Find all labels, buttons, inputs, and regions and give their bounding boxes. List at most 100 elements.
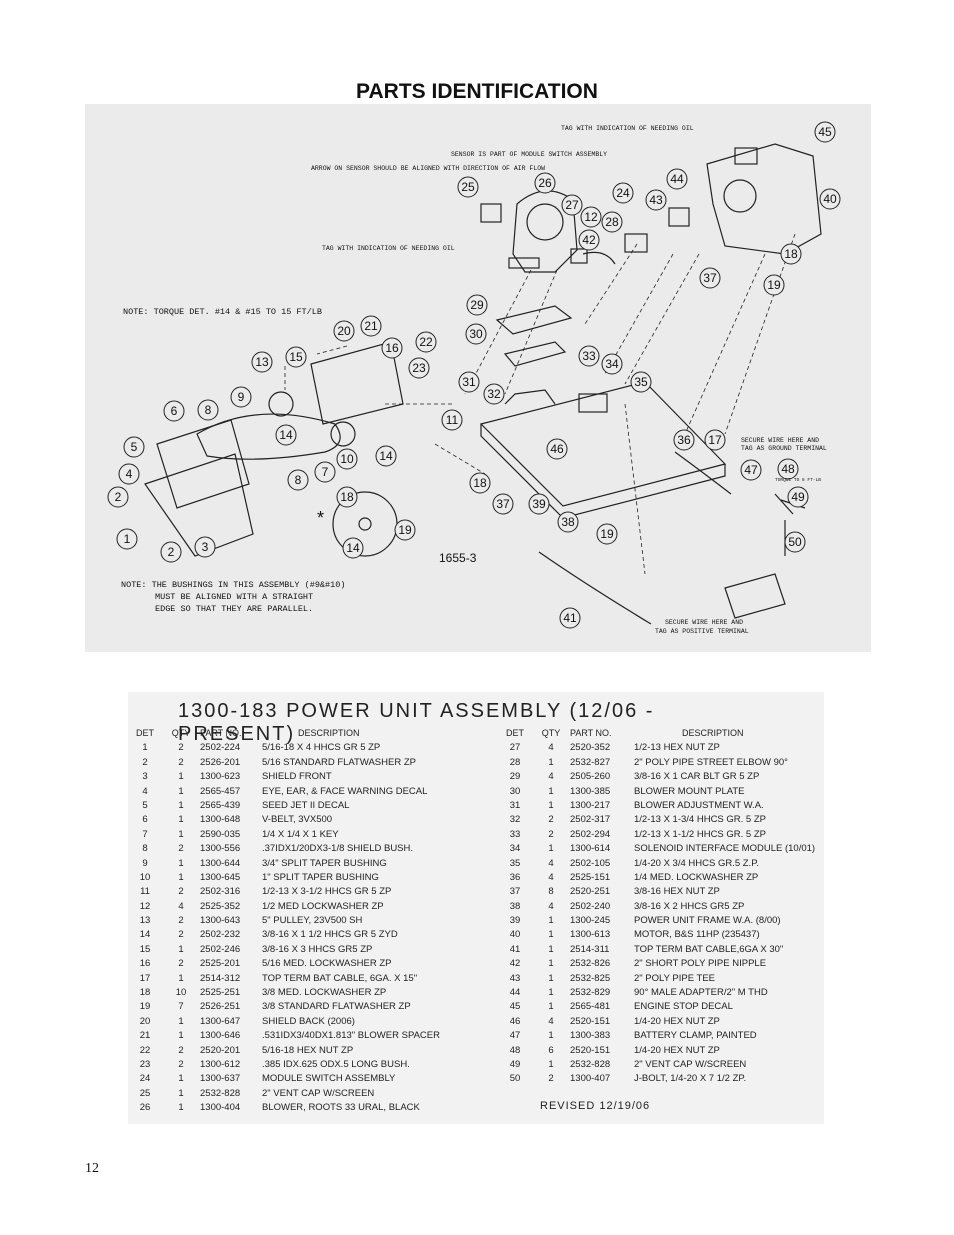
svg-text:41: 41 <box>563 611 577 625</box>
cell-det: 35 <box>509 857 521 869</box>
cell-desc: BATTERY CLAMP, PAINTED <box>634 1030 757 1042</box>
pulley-13 <box>268 391 294 417</box>
svg-text:30: 30 <box>469 327 483 341</box>
cell-qty: 2 <box>548 814 554 826</box>
callout-37: 37 <box>492 493 514 515</box>
cell-desc: TOP TERM BAT CABLE, 6GA. X 15" <box>262 972 418 984</box>
alignment-line <box>316 345 348 355</box>
cell-desc: TOP TERM BAT CABLE,6GA X 30" <box>634 943 784 955</box>
cell-det: 34 <box>509 843 521 855</box>
callout-2: 2 <box>107 486 129 508</box>
cell-part: 1300-383 <box>570 1030 611 1042</box>
engine-flywheel <box>723 179 757 213</box>
cell-qty: 1 <box>548 972 554 984</box>
cell-qty: 1 <box>548 785 554 797</box>
blower-adjust <box>503 341 567 367</box>
cell-desc: 1/2-13 X 1-3/4 HHCS GR. 5 ZP <box>634 814 766 826</box>
svg-text:5: 5 <box>131 440 138 454</box>
cell-det: 17 <box>139 972 151 984</box>
cell-det: 43 <box>509 972 521 984</box>
cell-det: 36 <box>509 871 521 883</box>
callout-41: 41 <box>559 607 581 629</box>
cell-desc: EYE, EAR, & FACE WARNING DECAL <box>262 785 428 797</box>
cell-det: 16 <box>139 958 151 970</box>
cell-det: 24 <box>139 1073 151 1085</box>
cell-qty: 10 <box>175 987 187 999</box>
cell-det: 28 <box>509 756 521 768</box>
cell-det: 42 <box>509 958 521 970</box>
svg-text:42: 42 <box>582 233 596 247</box>
cell-det: 23 <box>139 1058 151 1070</box>
svg-text:14: 14 <box>346 541 360 555</box>
callout-45: 45 <box>814 121 836 143</box>
cell-desc: J-BOLT, 1/4-20 X 7 1/2 ZP. <box>634 1073 747 1085</box>
svg-text:19: 19 <box>600 527 614 541</box>
svg-text:50: 50 <box>788 535 802 549</box>
cell-det: 22 <box>139 1044 151 1056</box>
callout-20: 20 <box>333 320 355 342</box>
cell-part: 1300-245 <box>570 915 611 927</box>
cell-part: 2520-151 <box>570 1015 611 1027</box>
cell-part: 2532-828 <box>570 1058 611 1070</box>
svg-text:36: 36 <box>677 433 691 447</box>
note-bushings-2: MUST BE ALIGNED WITH A STRAIGHT <box>155 592 313 602</box>
callout-18: 18 <box>780 243 802 265</box>
cell-part: 2532-827 <box>570 756 611 768</box>
cell-qty: 2 <box>178 742 184 754</box>
note-ground-2: TAG AS GROUND TERMINAL <box>741 445 827 452</box>
page-title: PARTS IDENTIFICATION <box>356 80 598 103</box>
cell-desc: MODULE SWITCH ASSEMBLY <box>262 1073 396 1085</box>
frame-handle <box>504 389 556 405</box>
cell-part: 2502-240 <box>570 900 611 912</box>
cell-desc: 1/4-20 HEX NUT ZP <box>634 1044 720 1056</box>
cell-part: 2502-224 <box>200 742 241 754</box>
cell-det: 8 <box>142 843 148 855</box>
cell-desc: V-BELT, 3VX500 <box>262 814 333 826</box>
cell-desc: 3/8 STANDARD FLATWASHER ZP <box>262 1001 411 1013</box>
cell-det: 46 <box>509 1015 521 1027</box>
callout-14: 14 <box>342 537 364 559</box>
cell-part: 2525-251 <box>200 987 241 999</box>
callout-13: 13 <box>251 351 273 373</box>
svg-text:27: 27 <box>565 198 579 212</box>
svg-text:23: 23 <box>412 361 426 375</box>
callout-12: 12 <box>580 206 602 228</box>
alignment-line <box>624 403 646 575</box>
svg-text:46: 46 <box>550 442 564 456</box>
svg-text:35: 35 <box>634 375 648 389</box>
callout-39: 39 <box>528 493 550 515</box>
callout-19: 19 <box>763 274 785 296</box>
callout-14: 14 <box>275 424 297 446</box>
callout-43: 43 <box>645 189 667 211</box>
cell-qty: 2 <box>548 1073 554 1085</box>
callout-32: 32 <box>483 383 505 405</box>
cell-desc: 3/8-16 X 3 HHCS GR5 ZP <box>262 943 373 955</box>
cell-desc: 1/2 MED LOCKWASHER ZP <box>262 900 384 912</box>
cell-qty: 8 <box>548 886 554 898</box>
pipe-tee <box>624 233 648 253</box>
cell-desc: .385 IDX.625 ODX.5 LONG BUSH. <box>262 1058 410 1070</box>
revised-date: REVISED 12/19/06 <box>540 1100 651 1112</box>
cell-desc: 1/4 X 1/4 X 1 KEY <box>262 828 339 840</box>
cell-qty: 1 <box>548 929 554 941</box>
cell-qty: 2 <box>178 915 184 927</box>
header-det: DET <box>506 728 524 738</box>
alignment-line <box>604 253 674 375</box>
header-qty: QTY <box>171 728 191 738</box>
front-shield <box>144 453 254 557</box>
callout-25: 25 <box>457 176 479 198</box>
cell-desc: 1/2-13 X 3-1/2 HHCS GR 5 ZP <box>262 886 392 898</box>
v-belt <box>196 413 341 460</box>
cell-desc: 1/4-20 HEX NUT ZP <box>634 1015 720 1027</box>
cell-qty: 1 <box>178 1087 184 1099</box>
cell-det: 38 <box>509 900 521 912</box>
cell-desc: 1/4-20 X 3/4 HHCS GR.5 Z.P. <box>634 857 759 869</box>
alignment-line <box>684 253 766 435</box>
svg-text:21: 21 <box>364 319 378 333</box>
cell-part: 1300-613 <box>570 929 611 941</box>
detail-washer <box>358 517 372 531</box>
cell-desc: 2" POLY PIPE STREET ELBOW 90° <box>634 756 788 768</box>
svg-text:11: 11 <box>446 413 459 427</box>
header-desc: DESCRIPTION <box>682 728 744 738</box>
callout-15: 15 <box>285 346 307 368</box>
